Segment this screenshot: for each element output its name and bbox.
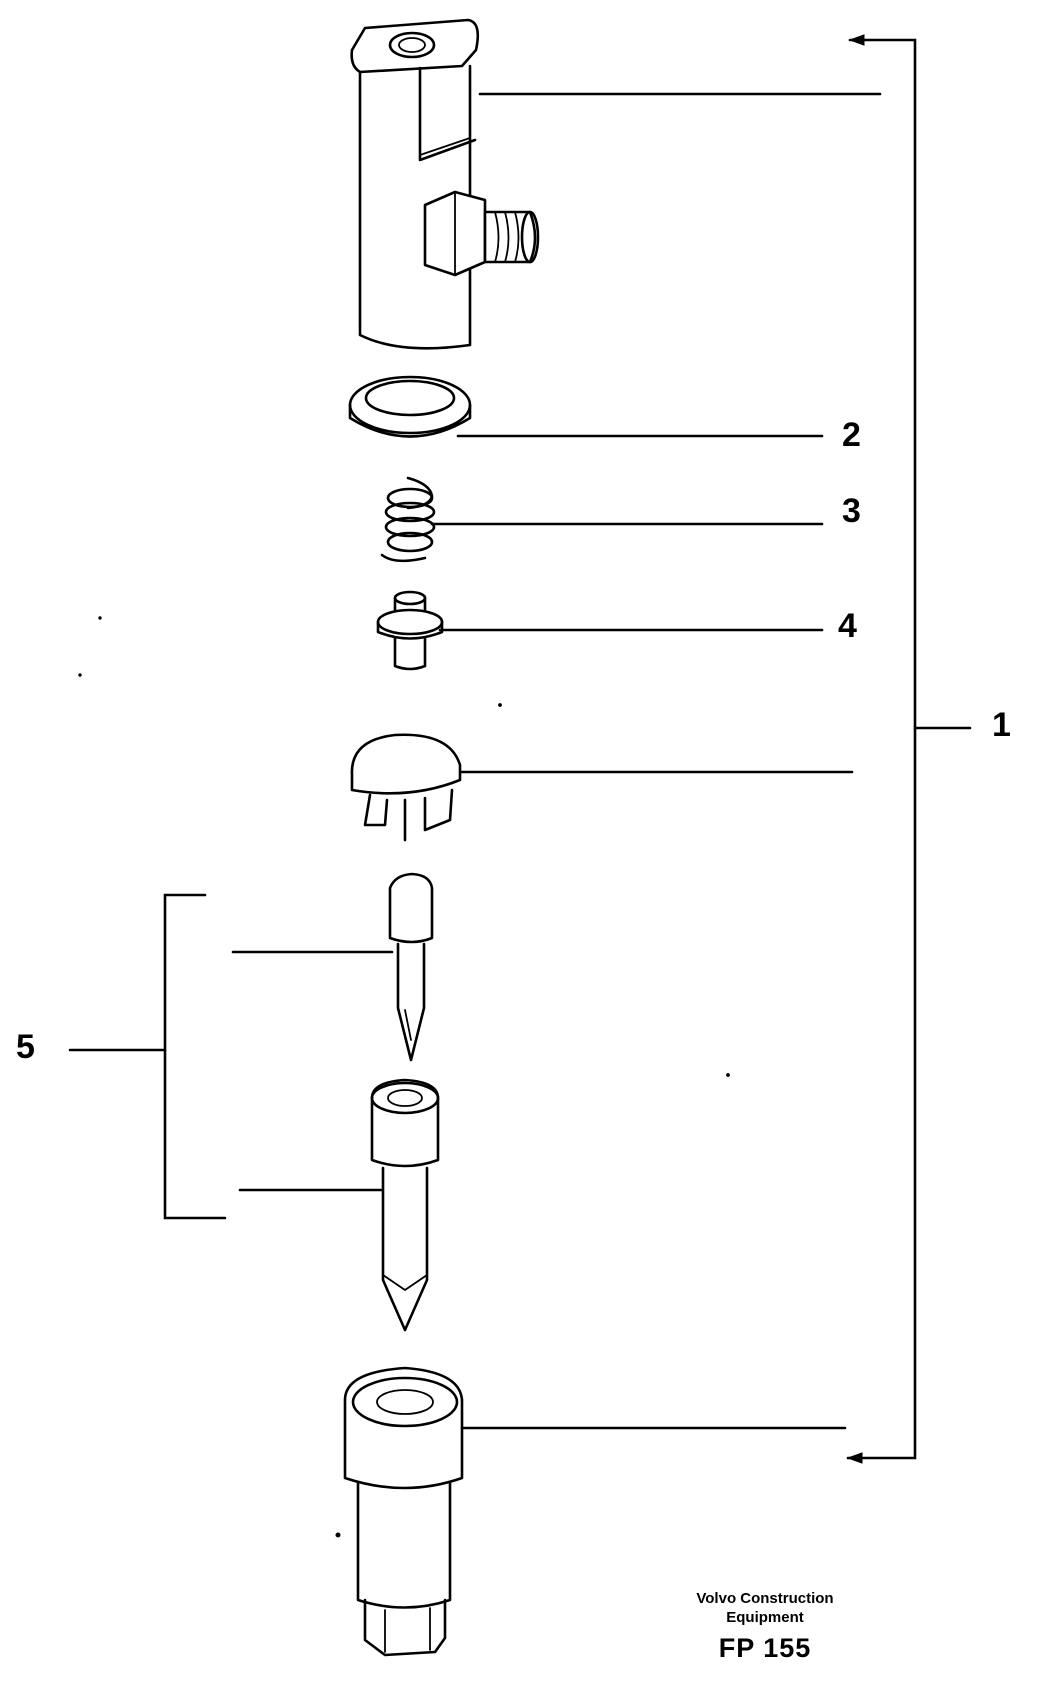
callout-item-1: 1 (992, 706, 1011, 744)
nozzle-body (370, 1078, 440, 1332)
callout-item-3: 3 (842, 492, 861, 530)
callout-item-2: 2 (842, 416, 861, 454)
callout-item-5: 5 (16, 1028, 35, 1066)
callout-item-4: 4 (838, 607, 857, 645)
caption-block: Volvo Construction Equipment FP 155 (655, 1590, 875, 1665)
bracket-item-1 (846, 34, 972, 1464)
injector-body (350, 18, 540, 350)
nozzle-needle (388, 872, 434, 1062)
spring (380, 476, 436, 563)
print-specks (78, 616, 730, 1538)
nozzle-nut (343, 1366, 464, 1657)
bracket-item-5 (68, 893, 227, 1220)
leader-lines (231, 92, 882, 1430)
company-name-line-1: Volvo Construction (696, 1590, 834, 1607)
drawing-code: FP 155 (718, 1632, 812, 1663)
company-name-line-2: Equipment (726, 1608, 804, 1626)
spacer-disc (350, 733, 462, 842)
washer-ring (348, 375, 472, 438)
pressure-pin (376, 590, 444, 671)
